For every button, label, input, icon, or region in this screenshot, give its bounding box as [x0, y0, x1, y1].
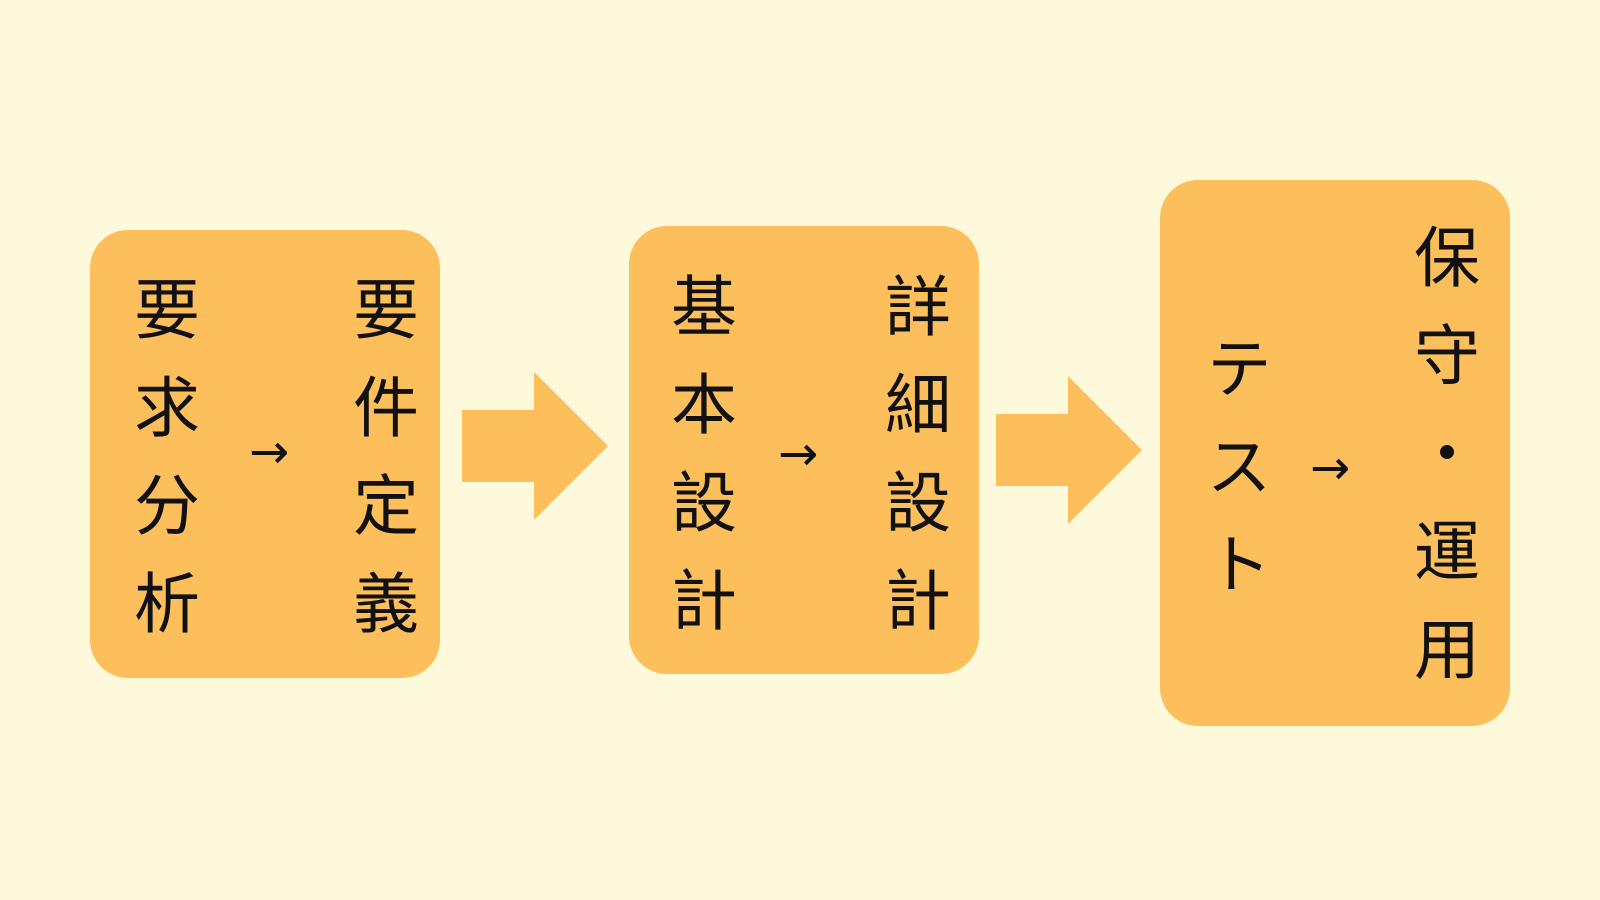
right-block-arrow-icon: [462, 372, 608, 520]
stage-label-requirements-analysis: 要求分析: [123, 275, 200, 667]
stage-label-maintenance-operation: 保守・運用: [1403, 223, 1480, 713]
right-block-arrow-shape: [996, 376, 1142, 524]
stage-label-basic-design: 基本設計: [660, 272, 737, 664]
right-block-arrow-icon: [996, 376, 1142, 524]
small-arrow-icon: →: [249, 424, 290, 480]
small-arrow-icon: →: [1310, 440, 1351, 496]
stage-box-test-operation: [1160, 180, 1510, 726]
small-arrow-icon: →: [778, 426, 819, 482]
stage-box-design: [629, 226, 979, 674]
stage-label-test: テスト: [1195, 334, 1272, 628]
right-block-arrow-shape: [462, 372, 608, 520]
stage-label-requirements-definition: 要件定義: [342, 275, 419, 667]
stage-box-requirements: [90, 230, 440, 678]
stage-label-detailed-design: 詳細設計: [874, 272, 951, 664]
